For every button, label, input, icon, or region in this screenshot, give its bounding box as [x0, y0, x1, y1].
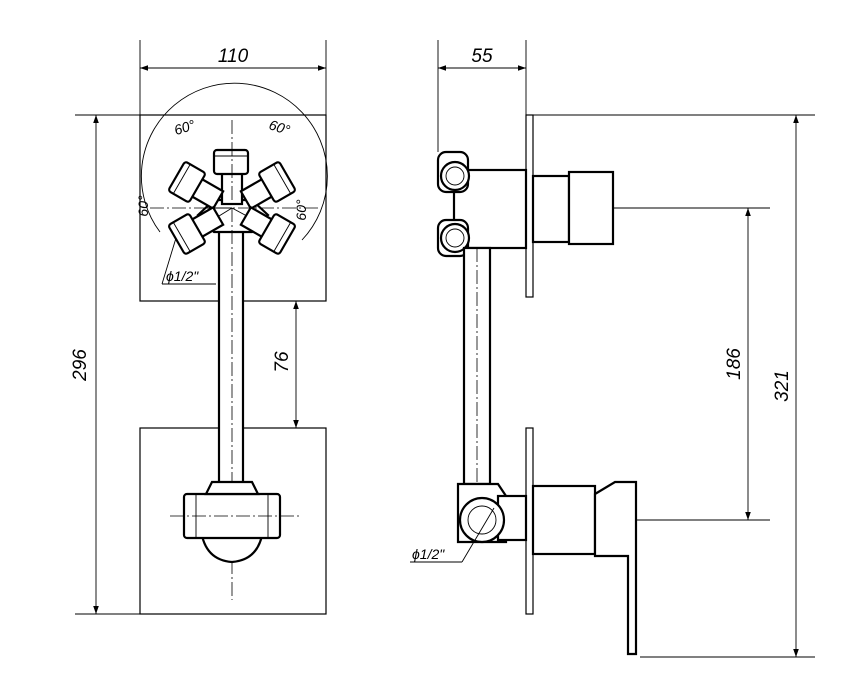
front-connector-upper-left: [168, 161, 225, 211]
side-elbow: [456, 482, 528, 544]
thread-label-side: ϕ1/2": [412, 546, 445, 562]
front-connector-top: [212, 148, 250, 206]
front-valve-body: [170, 480, 300, 564]
dim-label-width: 110: [218, 46, 249, 67]
angle-arc: [141, 82, 328, 241]
thread-label-front: ϕ1/2": [166, 268, 199, 284]
dim-label-gap-height: 76: [272, 351, 293, 373]
front-connector-lower-right: [239, 205, 296, 255]
dim-label-depth: 55: [471, 46, 493, 67]
front-connector-lower-left: [168, 205, 225, 255]
dim-label-overall-height: 321: [772, 370, 793, 402]
front-thread-leader: [161, 237, 216, 285]
side-upper-knob: [567, 170, 615, 246]
angle-label-right: 60°: [293, 199, 309, 221]
side-thread-leader: [410, 507, 495, 563]
side-lever: [593, 480, 638, 656]
dim-label-total-height: 296: [70, 349, 91, 382]
front-connector-upper-right: [239, 161, 296, 211]
angle-label-left: 60°: [135, 195, 151, 217]
side-outlet-bottom: [436, 218, 471, 258]
side-outlet-top: [436, 150, 471, 194]
dim-label-outlet-spacing: 186: [724, 348, 745, 380]
angle-label-top-right: 60°: [267, 116, 292, 138]
side-lower-body: [531, 484, 597, 556]
side-dimensions: [437, 40, 815, 658]
side-view: [410, 114, 638, 656]
front-pipe: [217, 223, 245, 485]
angle-label-top-left: 60°: [172, 116, 197, 138]
front-view: [139, 82, 328, 615]
side-upper-spindle: [531, 174, 571, 244]
front-dimensions: [75, 40, 327, 615]
